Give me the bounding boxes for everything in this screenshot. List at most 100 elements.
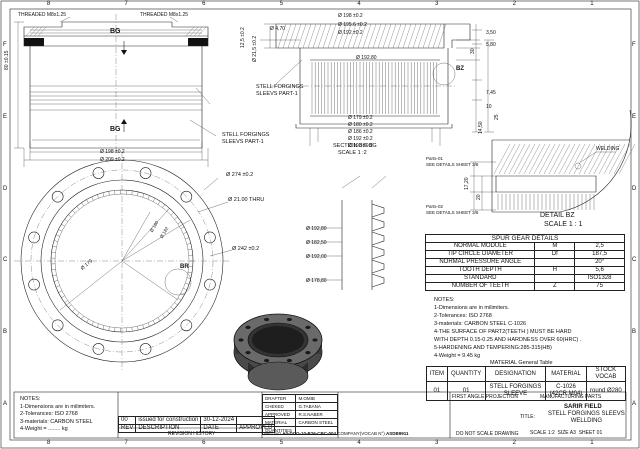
rev-h0: REV (117, 424, 137, 433)
title-line-1: STELL FORGINGS SLEEVS (548, 411, 625, 417)
ring-tooth (174, 216, 178, 220)
ring-tooth (86, 199, 89, 204)
section-hatch-line (362, 23, 372, 49)
section-hatch-line (337, 23, 347, 49)
spur-cell-name: NUMBER OF TEETH (424, 282, 536, 291)
spur-cell-val: 2,5 (574, 242, 625, 251)
ring-tooth (166, 310, 170, 314)
detail-hatch-line (538, 143, 556, 175)
section-hatch-line (312, 23, 322, 49)
dim-21-thru: Ø 21.00 THRU (228, 197, 265, 203)
ring-tooth (108, 326, 110, 331)
ring-tooth (102, 192, 105, 197)
ring-tooth (81, 315, 84, 320)
sheet-label: SHEET (578, 430, 596, 436)
thread-label-a: THREADED M8x1.25 (18, 12, 67, 18)
welding-label: WELDING (596, 146, 620, 152)
ring-tooth (183, 231, 187, 234)
bolt-hole (28, 231, 40, 244)
dim-r5: 14,50 (478, 121, 484, 134)
zone-col-4: 4 (357, 1, 361, 7)
material-cell: C-1026 (42CR M04) (545, 381, 587, 401)
ring-tooth (157, 317, 161, 322)
see-details-02: SEE DETAILS SHEET 3/6 (426, 210, 479, 215)
section-hatch-line (422, 23, 432, 49)
spur-title: SPUR GEAR DETAILS (425, 234, 625, 243)
section-hatch-line (397, 23, 407, 49)
first-angle: FIRST ANGLE PROJECTION (452, 394, 519, 400)
ring-tooth (58, 229, 63, 232)
ring-tooth (76, 312, 80, 316)
company-label: COMPANY(VOCAB N°) (337, 431, 385, 436)
notes-left-title: NOTES: (20, 396, 41, 402)
section-hatch-line (412, 23, 422, 49)
section-hatch-line (437, 23, 447, 49)
ring-tooth (177, 297, 182, 301)
section-hatch-line (432, 23, 442, 49)
ring-tooth (68, 214, 72, 218)
detail-parts-02: Parts-02 SEE DETAILS SHEET 3/6 (426, 204, 478, 216)
zone-col-6: 6 (202, 1, 206, 7)
dim-21-5: Ø 21,5 ±0.2 (252, 35, 258, 62)
bolt-hole (204, 278, 216, 291)
detail-hatch-line (528, 143, 546, 175)
dim-bot-0: Ø 179 ±0.2 (348, 115, 373, 121)
scale-label: SCALE (530, 430, 547, 436)
zone-row-C: C (3, 257, 8, 264)
detail-hatch-line (548, 143, 566, 175)
detail-hatch-line (533, 143, 551, 175)
ring-tooth (108, 191, 110, 196)
gear-tooth (371, 231, 385, 246)
section-view (260, 23, 494, 146)
iso-bolt-hole (305, 325, 311, 329)
thread-label-b: THREADED M8x1.25 (140, 12, 189, 18)
note-right-line: 5-HARDENING AND TEMPERING:285-315(HB) (434, 345, 552, 351)
role-name: CARBON STEEL (295, 418, 338, 427)
ring-tooth (86, 318, 89, 323)
notes-right-title: NOTES: (434, 297, 455, 303)
bolt-hole (139, 167, 152, 179)
spur-cell-sym: M (534, 242, 576, 251)
ring-tooth (55, 285, 60, 288)
iso-render (233, 313, 323, 391)
section-hatch-line (357, 23, 367, 49)
section-hatch-line (282, 23, 292, 49)
iso-bolt-hole (238, 338, 244, 342)
ring-tooth (81, 202, 84, 207)
spur-cell-val: 187,5 (574, 250, 625, 259)
ring-tooth (185, 237, 190, 240)
dim-12-5: 12,5 ±0.2 (240, 27, 246, 48)
section-hatch-line (347, 23, 357, 49)
spur-cell-val: 20° (574, 258, 625, 267)
zone-row-right-E: E (632, 113, 637, 120)
ring-tooth (58, 290, 63, 293)
zone-col-bottom-8: 8 (46, 440, 51, 446)
ring-tooth (52, 246, 57, 248)
zone-row-right-A: A (632, 401, 637, 408)
detail-hatch-line (563, 143, 581, 175)
ring-tooth (51, 269, 56, 271)
spur-cell-sym: H (534, 266, 576, 275)
bolt-hole (51, 190, 64, 203)
inner-frame (9, 8, 632, 441)
zone-row-D: D (3, 185, 8, 192)
note-part1-section: STELL FORGINGS SLEEVS PART-1 (256, 84, 304, 97)
role-label: DRAFTER (261, 394, 297, 403)
ring-tooth (72, 210, 76, 214)
ring-tooth (152, 320, 156, 325)
note-right-line: 2-Tolerances: ISO 2768 (434, 313, 492, 319)
detail-hatch-line (593, 143, 611, 175)
zone-row-B: B (3, 329, 8, 336)
dim-4-70: Ø 4,70 (270, 26, 286, 32)
title-line-2: WELLDING (570, 418, 603, 424)
ring-tooth (177, 221, 182, 225)
spur-cell-name: TOOTH DEPTH (424, 266, 536, 275)
detail-hatch-line (513, 143, 531, 175)
section-hatch-line (382, 23, 392, 49)
